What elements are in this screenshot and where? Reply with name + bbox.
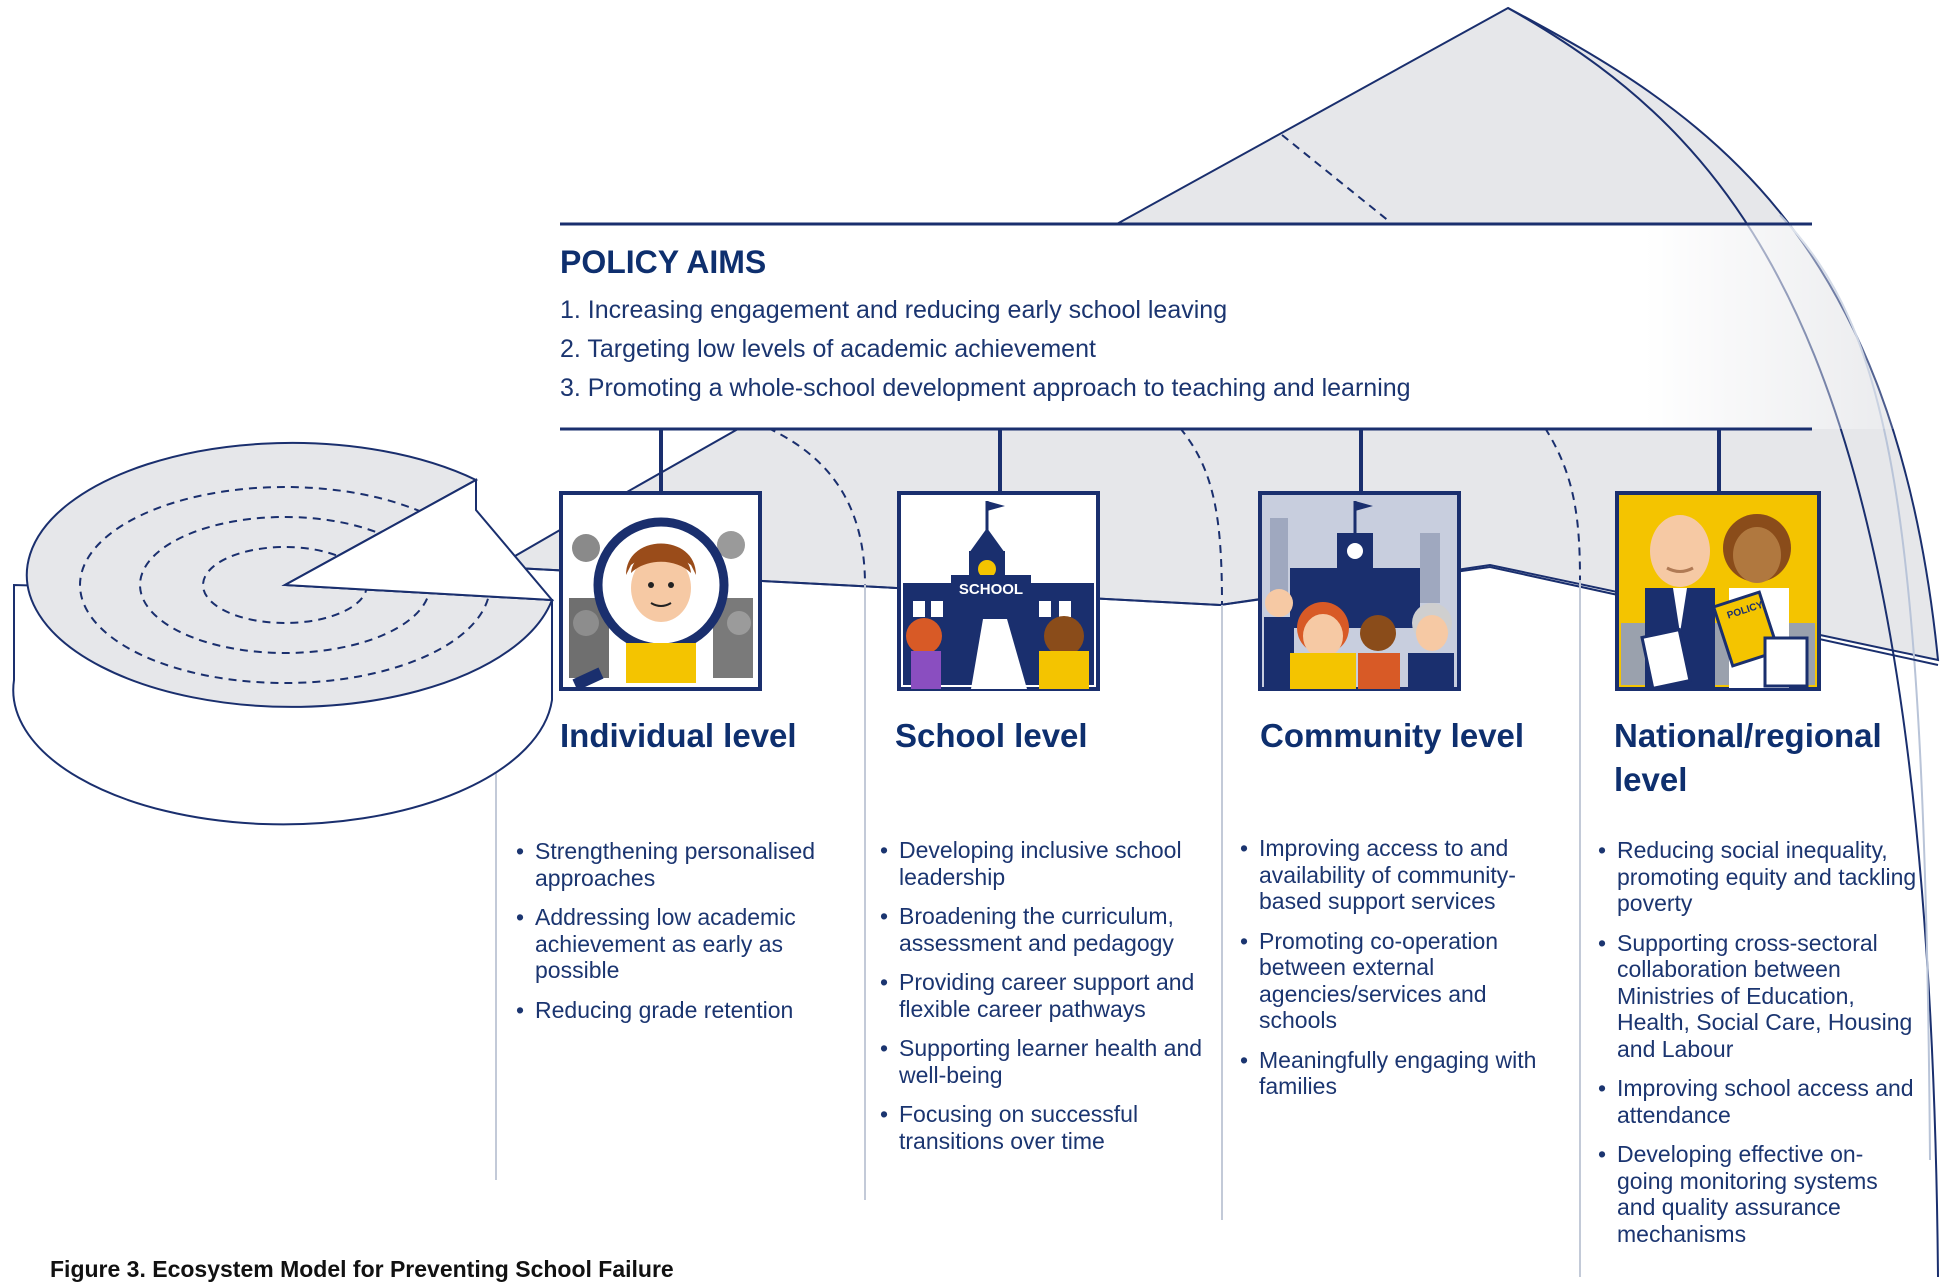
magnifier-child-icon (559, 491, 762, 691)
bullets-community: Improving access to and availability of … (1240, 835, 1570, 1113)
list-item: Focusing on successful transitions over … (880, 1101, 1210, 1154)
policy-aim-item: 2. Targeting low levels of academic achi… (560, 335, 1096, 363)
list-item: Meaningfully engaging with families (1240, 1047, 1570, 1100)
dome-dashed-line (1281, 134, 1391, 223)
bullets-individual: Strengthening personalised approaches Ad… (516, 838, 846, 1036)
list-item: Broadening the curriculum, assessment an… (880, 903, 1210, 956)
dome-dashed-arc (767, 427, 866, 586)
list-item: Improving access to and availability of … (1240, 835, 1570, 915)
list-item: Promoting co-operation between external … (1240, 928, 1570, 1034)
list-item: Improving school access and attendance (1598, 1075, 1918, 1128)
bullets-national: Reducing social inequality, promoting eq… (1598, 837, 1918, 1260)
list-item: Developing effective on-going monitoring… (1598, 1141, 1918, 1247)
level-title-school: School level (895, 717, 1088, 754)
policy-aim-item: 3. Promoting a whole-school development … (560, 374, 1411, 402)
dome-dashed-arc (1544, 427, 1581, 581)
policy-aims-panel (560, 224, 1942, 429)
community-people-icon (1258, 491, 1461, 691)
list-item: Addressing low academic achievement as e… (516, 904, 846, 984)
level-title-national: National/regional level (1614, 717, 1882, 798)
svg-text:SCHOOL: SCHOOL (959, 581, 1023, 598)
list-item: Reducing social inequality, promoting eq… (1598, 837, 1918, 917)
list-item: Providing career support and flexible ca… (880, 969, 1210, 1022)
list-item: Developing inclusive school leadership (880, 837, 1210, 890)
policy-makers-icon: POLICY (1615, 491, 1821, 691)
dome-dashed-arc (1179, 427, 1223, 606)
policy-aim-item: 1. Increasing engagement and reducing ea… (560, 296, 1228, 324)
list-item: Strengthening personalised approaches (516, 838, 846, 891)
bullets-school: Developing inclusive school leadership B… (880, 837, 1210, 1167)
policy-aims-title: POLICY AIMS (560, 244, 767, 280)
list-item: Reducing grade retention (516, 997, 846, 1024)
level-title-individual: Individual level (560, 717, 797, 754)
list-item: Supporting cross-sectoral collaboration … (1598, 930, 1918, 1063)
school-building-icon: SCHOOL (897, 491, 1100, 691)
figure-caption: Figure 3. Ecosystem Model for Preventing… (50, 1256, 674, 1282)
level-title-community: Community level (1260, 717, 1525, 754)
list-item: Supporting learner health and well-being (880, 1035, 1210, 1088)
